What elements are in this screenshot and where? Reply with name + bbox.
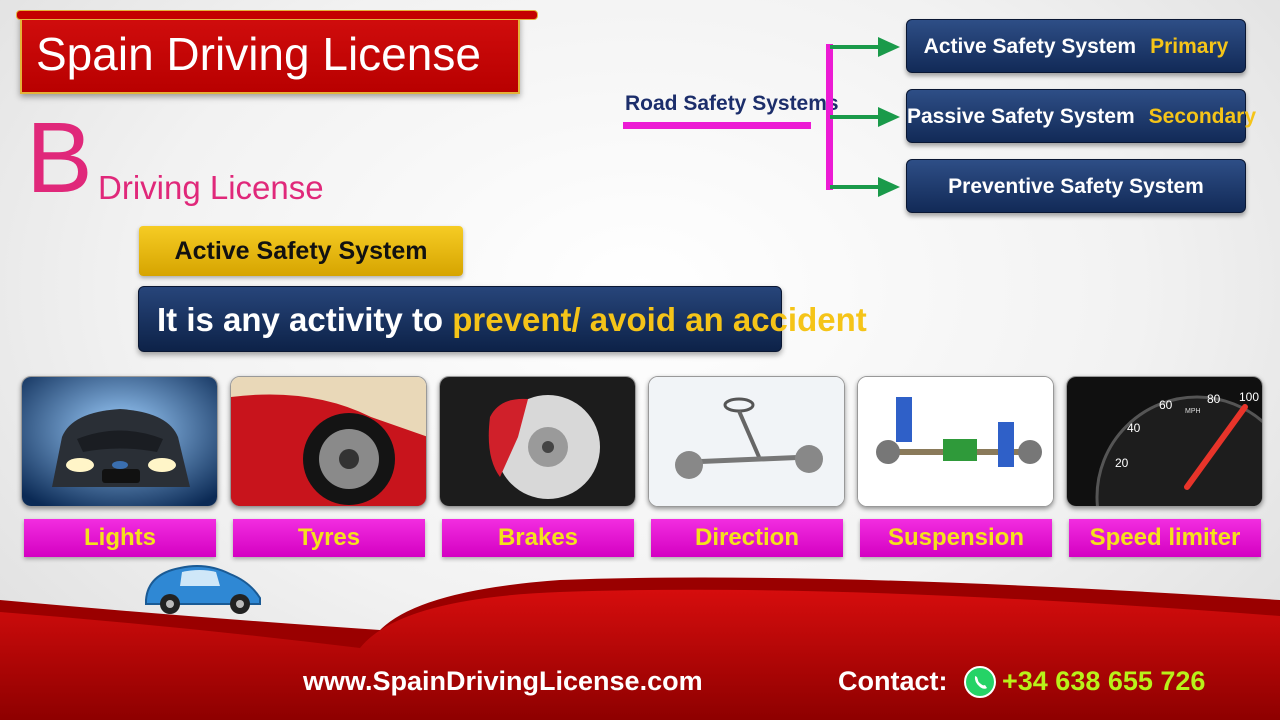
beetle-car-icon [145, 565, 261, 614]
branch-name: Passive Safety System [907, 105, 1135, 128]
definition-highlight: prevent/ avoid an accident [452, 301, 867, 338]
website-link[interactable]: www.SpainDrivingLicense.com [303, 666, 703, 696]
phone-number[interactable]: +34 638 655 726 [1002, 666, 1206, 696]
speedometer-tick: 80 [1207, 392, 1221, 406]
speedometer-tick: 40 [1127, 421, 1141, 435]
speed-limiter-image: 20 40 60 80 100 MPH [1066, 376, 1263, 507]
diagram-bracket [826, 44, 833, 190]
feature-label-tyres: Tyres [233, 519, 425, 557]
arrow-right-icon [830, 177, 900, 197]
arrow-right-icon [830, 107, 900, 127]
definition-prefix: It is any activity to [157, 301, 453, 338]
feature-label-suspension: Suspension [860, 519, 1052, 557]
license-subtitle: Driving License [98, 169, 324, 206]
branch-active: Active Safety System Primary [906, 19, 1246, 73]
branch-tag: Primary [1150, 35, 1229, 58]
branch-passive: Passive Safety System Secondary [906, 89, 1256, 143]
branch-preventive: Preventive Safety System [906, 159, 1246, 213]
branch-name: Preventive Safety System [948, 175, 1204, 198]
tyres-image [230, 376, 427, 507]
feature-label-direction: Direction [651, 519, 843, 557]
direction-image [648, 376, 845, 507]
brakes-image [439, 376, 636, 507]
lights-image [21, 376, 218, 507]
contact-label: Contact: [838, 666, 948, 696]
speedometer-tick: 20 [1115, 456, 1129, 470]
speedometer-tick: 60 [1159, 398, 1173, 412]
branch-name: Active Safety System [923, 35, 1137, 58]
page-title: Spain Driving License [36, 28, 481, 80]
diagram-root-underline [623, 122, 811, 129]
feature-label-speed-limiter: Speed limiter [1069, 519, 1261, 557]
footer-wave [0, 577, 1280, 720]
whatsapp-icon [964, 666, 996, 698]
arrow-right-icon [830, 37, 900, 57]
license-letter: B [26, 102, 93, 214]
feature-label-lights: Lights [24, 519, 216, 557]
diagram-root-label: Road Safety Systems [625, 92, 839, 115]
scroll-decoration [16, 10, 538, 20]
section-title: Active Safety System [139, 226, 463, 276]
branch-tag: Secondary [1148, 105, 1257, 128]
feature-label-brakes: Brakes [442, 519, 634, 557]
definition-box: It is any activity to prevent/ avoid an … [138, 286, 867, 352]
speedometer-tick: 100 [1239, 390, 1259, 404]
suspension-image [857, 376, 1054, 507]
diagram-arrows [830, 37, 900, 197]
speedometer-unit: MPH [1185, 408, 1201, 415]
title-banner: Spain Driving License [16, 10, 538, 94]
